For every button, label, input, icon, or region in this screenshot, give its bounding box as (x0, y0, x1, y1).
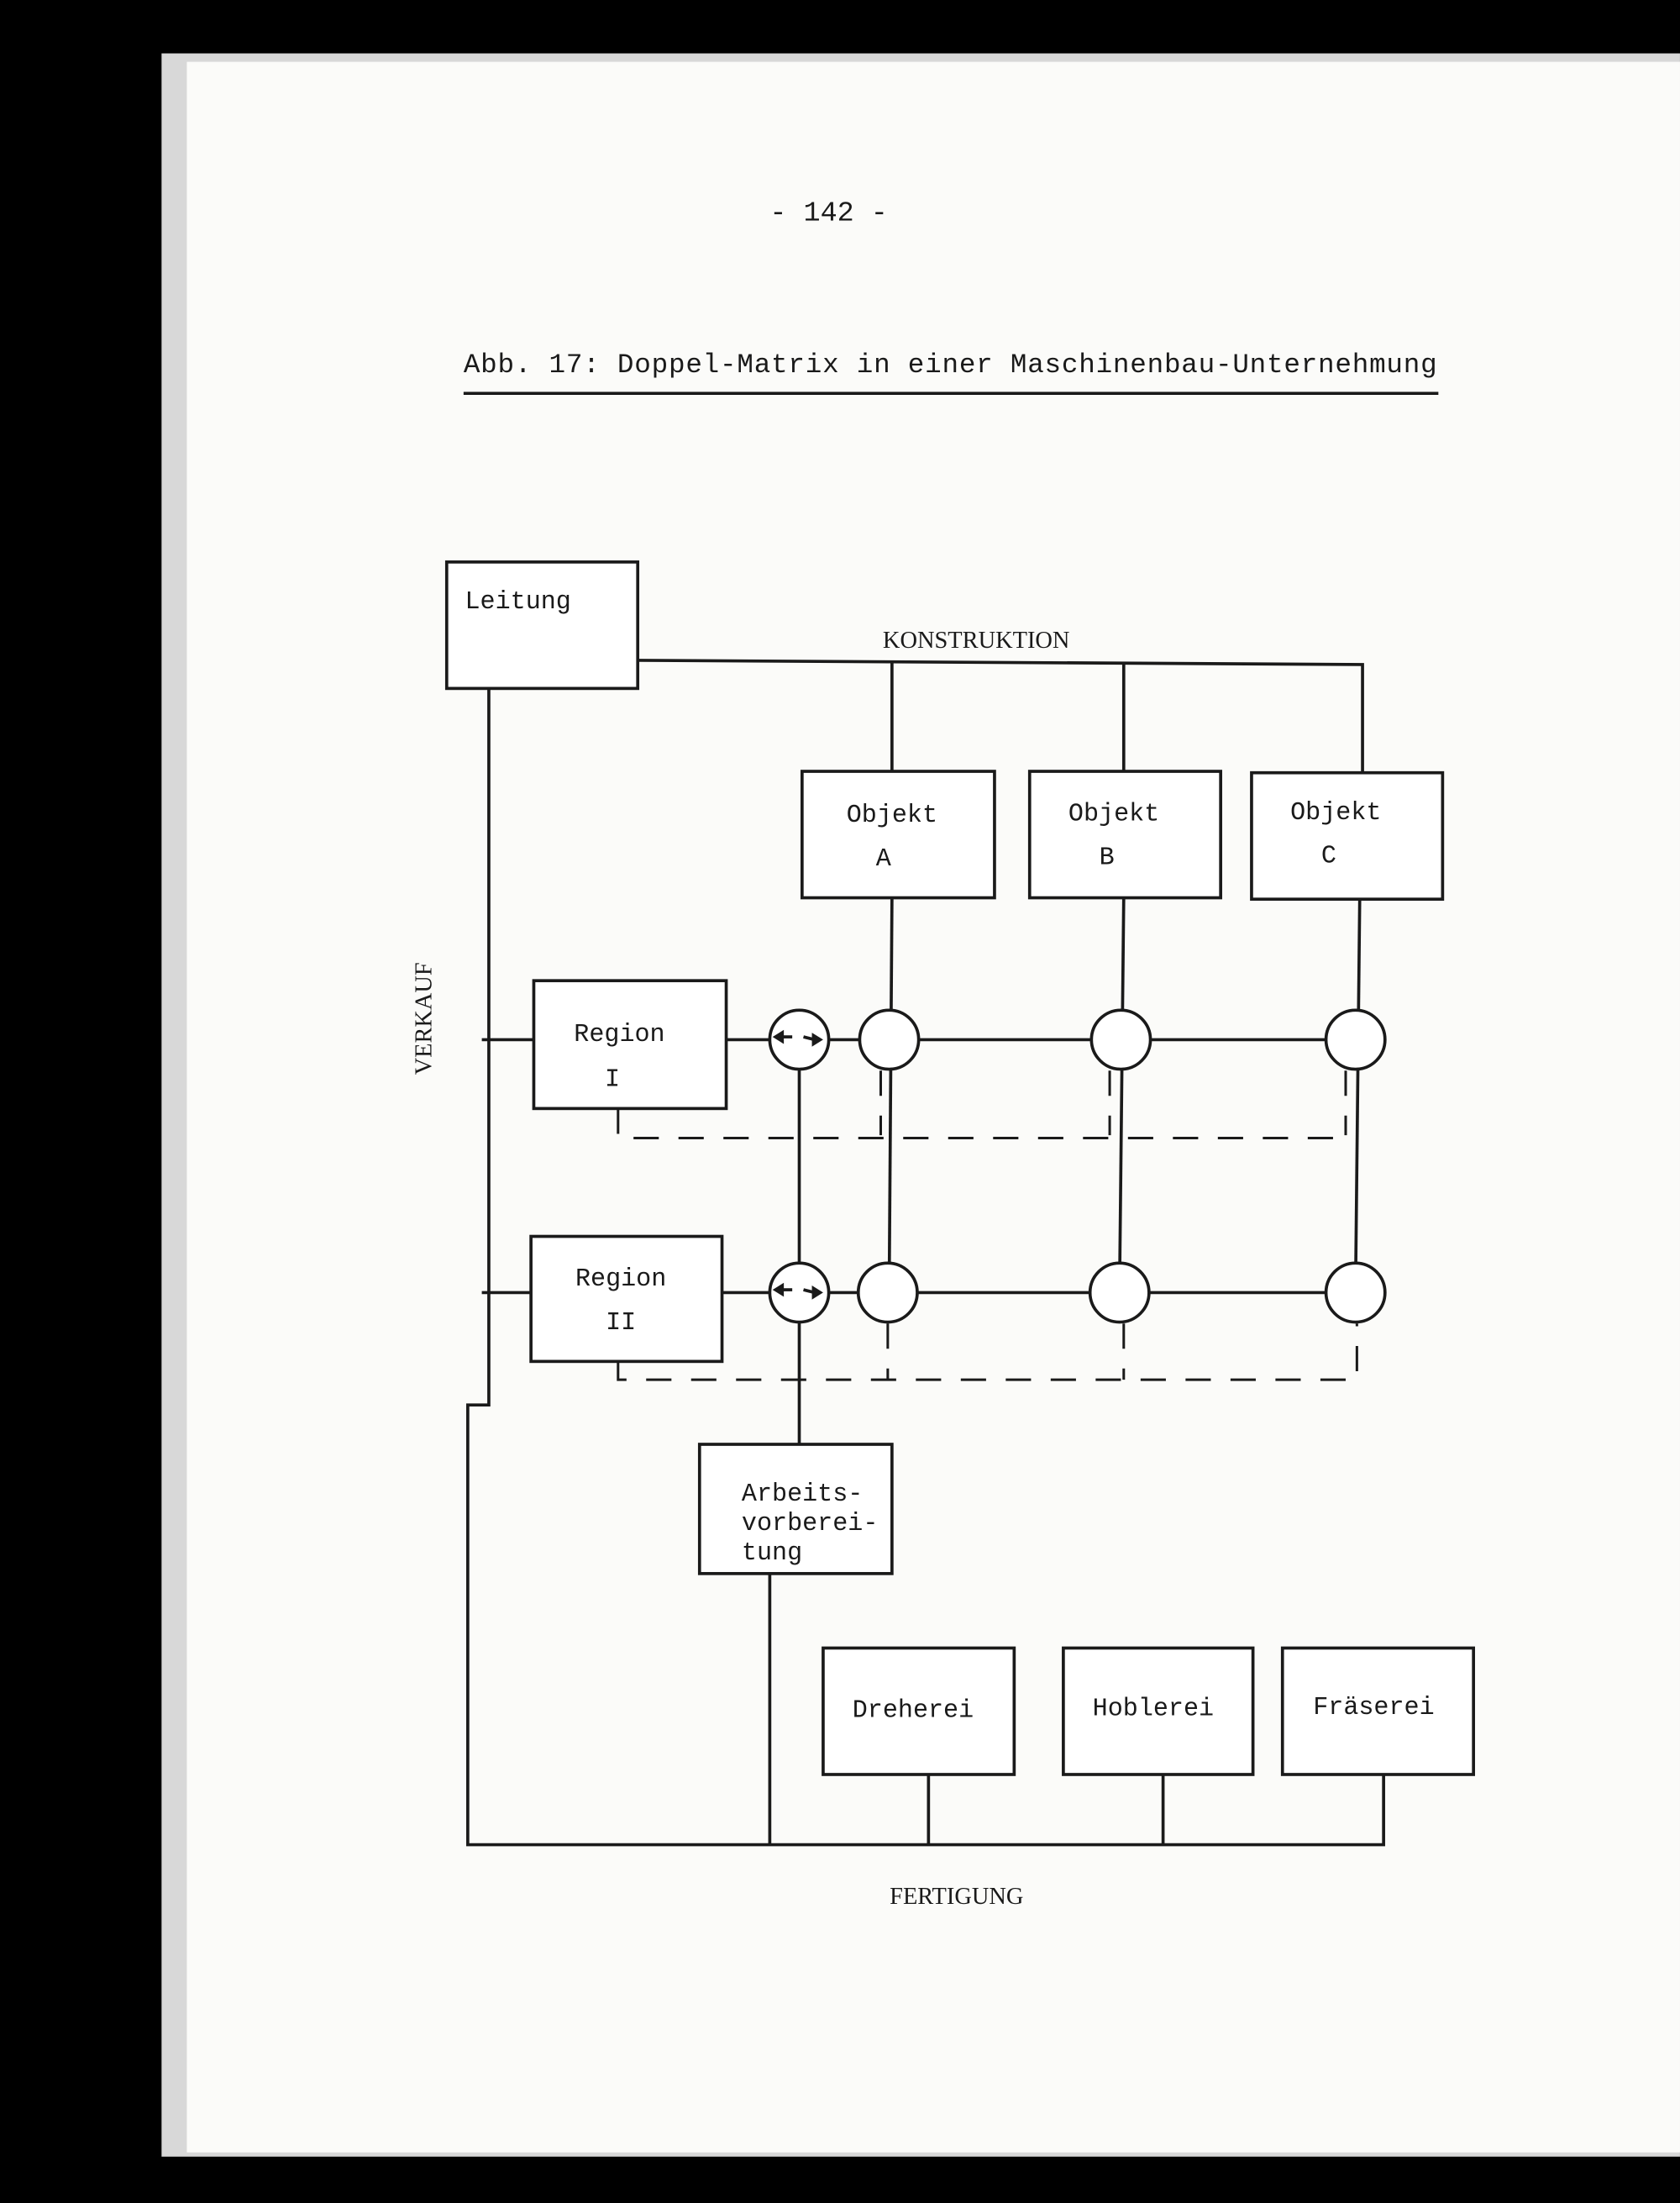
svg-text:vorberei-: vorberei- (742, 1510, 878, 1538)
svg-text:I: I (605, 1066, 620, 1095)
objekt-a-box: Objekt A (801, 770, 996, 900)
konstruktion-label: KONSTRUKTION (883, 628, 1070, 654)
svg-text:II: II (606, 1309, 636, 1338)
region-i-box: Region I (532, 979, 728, 1111)
svg-text:B: B (1100, 844, 1115, 872)
dashed-connectors (617, 1070, 1358, 1381)
svg-text:Objekt: Objekt (847, 802, 937, 830)
double-arrow-circle-icon (768, 1261, 831, 1324)
hoblerei-box: Hoblerei (1062, 1646, 1255, 1776)
fraeserei-box: Fräserei (1280, 1646, 1475, 1776)
leitung-box: Leitung (444, 560, 640, 691)
double-arrow-circle-icon (768, 1008, 831, 1071)
arbeitsvorbereitung-box: Arbeits- vorberei- tung (697, 1443, 894, 1575)
svg-text:C: C (1321, 843, 1336, 871)
objekt-b-box: Objekt B (1027, 770, 1223, 900)
dreherei-box: Dreherei (822, 1646, 1016, 1776)
page-number: - 142 - (769, 198, 887, 230)
svg-text:Leitung: Leitung (465, 588, 571, 617)
svg-text:Fräserei: Fräserei (1313, 1694, 1434, 1722)
svg-text:tung: tung (742, 1539, 802, 1568)
page-sheet (186, 61, 1680, 2153)
svg-text:Region: Region (575, 1265, 666, 1294)
verkauf-label: VERKAUF (411, 962, 437, 1075)
svg-text:Hoblerei: Hoblerei (1093, 1696, 1214, 1724)
svg-text:Objekt: Objekt (1068, 801, 1159, 829)
figure-caption: Abb. 17: Doppel-Matrix in einer Maschine… (464, 350, 1437, 381)
connector-lines (466, 659, 1385, 1847)
svg-text:A: A (876, 845, 892, 874)
objekt-c-box: Objekt C (1250, 770, 1445, 902)
matrix-node-circles (856, 1008, 1387, 1324)
svg-text:Objekt: Objekt (1290, 799, 1381, 828)
region-ii-box: Region II (529, 1234, 724, 1364)
fertigung-label: FERTIGUNG (890, 1884, 1023, 1910)
svg-text:Arbeits-: Arbeits- (742, 1480, 863, 1509)
svg-text:Dreherei: Dreherei (853, 1696, 974, 1725)
svg-text:Region: Region (574, 1021, 664, 1049)
